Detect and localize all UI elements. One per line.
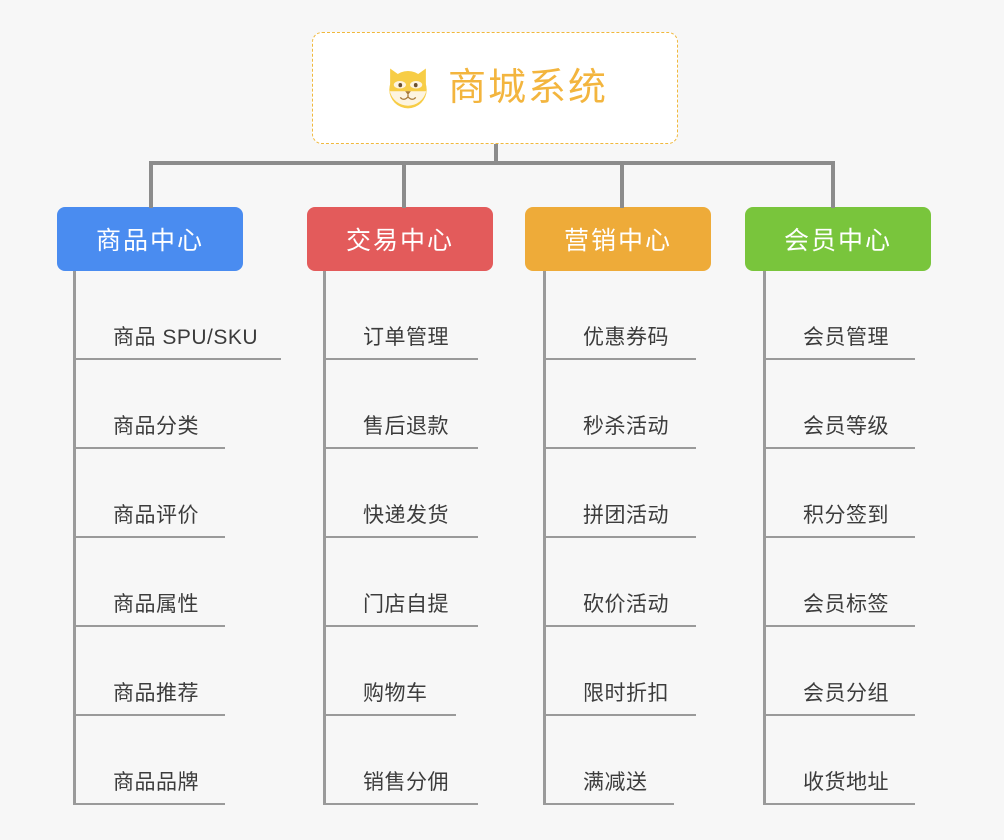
connector-horizontal-bus bbox=[149, 161, 833, 165]
leaf-underline bbox=[763, 447, 915, 449]
leaf-underline bbox=[323, 714, 456, 716]
leaf-label: 会员等级 bbox=[803, 415, 889, 438]
leaf-item[interactable]: 拼团活动 bbox=[543, 449, 696, 538]
connector-drop-2 bbox=[402, 161, 406, 208]
leaf-column-2: 订单管理售后退款快递发货门店自提购物车销售分佣 bbox=[323, 271, 478, 805]
root-node[interactable]: 商城系统 bbox=[312, 32, 678, 144]
leaf-item[interactable]: 会员标签 bbox=[763, 538, 915, 627]
leaf-item[interactable]: 商品 SPU/SKU bbox=[73, 271, 281, 360]
leaf-label: 砍价活动 bbox=[583, 593, 669, 616]
branch-node-2[interactable]: 交易中心 bbox=[307, 207, 493, 271]
leaf-item[interactable]: 售后退款 bbox=[323, 360, 478, 449]
leaf-label: 优惠券码 bbox=[583, 326, 669, 349]
leaf-spine bbox=[323, 271, 326, 805]
connector-drop-3 bbox=[620, 161, 624, 208]
leaf-item[interactable]: 收货地址 bbox=[763, 716, 915, 805]
leaf-underline bbox=[543, 358, 696, 360]
leaf-underline bbox=[323, 447, 478, 449]
branch-node-3[interactable]: 营销中心 bbox=[525, 207, 711, 271]
leaf-item[interactable]: 商品属性 bbox=[73, 538, 264, 627]
leaf-underline bbox=[763, 536, 915, 538]
branch-label: 营销中心 bbox=[563, 227, 672, 255]
leaf-underline bbox=[543, 447, 696, 449]
leaf-item[interactable]: 商品品牌 bbox=[73, 716, 264, 805]
connector-root-stem bbox=[494, 144, 498, 164]
branch-node-1[interactable]: 商品中心 bbox=[57, 207, 243, 271]
leaf-label: 销售分佣 bbox=[363, 771, 449, 794]
leaf-column-1: 商品 SPU/SKU 商品分类商品评价商品属性商品推荐商品品牌 bbox=[73, 271, 281, 805]
branch-label: 商品中心 bbox=[95, 227, 204, 255]
leaf-underline bbox=[543, 536, 696, 538]
leaf-label: 商品属性 bbox=[113, 593, 199, 616]
leaf-underline bbox=[763, 714, 915, 716]
leaf-label: 商品评价 bbox=[113, 504, 199, 527]
leaf-item[interactable]: 商品评价 bbox=[73, 449, 264, 538]
leaf-underline bbox=[73, 447, 225, 449]
leaf-label: 会员管理 bbox=[803, 326, 889, 349]
leaf-underline bbox=[323, 358, 478, 360]
leaf-label: 快递发货 bbox=[363, 504, 449, 527]
leaf-label: 秒杀活动 bbox=[583, 415, 669, 438]
leaf-item[interactable]: 会员等级 bbox=[763, 360, 915, 449]
leaf-column-4: 会员管理会员等级积分签到会员标签会员分组收货地址 bbox=[763, 271, 915, 805]
leaf-item[interactable]: 购物车 bbox=[323, 627, 456, 716]
leaf-underline bbox=[543, 803, 674, 805]
leaf-item[interactable]: 订单管理 bbox=[323, 271, 478, 360]
leaf-label: 商品 SPU/SKU bbox=[113, 326, 259, 349]
leaf-item[interactable]: 会员分组 bbox=[763, 627, 915, 716]
connector-drop-1 bbox=[149, 161, 153, 208]
leaf-label: 会员分组 bbox=[803, 682, 889, 705]
leaf-item[interactable]: 满减送 bbox=[543, 716, 675, 805]
leaf-item[interactable]: 优惠券码 bbox=[543, 271, 696, 360]
leaf-spine bbox=[763, 271, 766, 805]
leaf-label: 限时折扣 bbox=[583, 682, 669, 705]
leaf-spine bbox=[73, 271, 76, 805]
leaf-underline bbox=[543, 625, 696, 627]
leaf-label: 售后退款 bbox=[363, 415, 449, 438]
leaf-item[interactable]: 门店自提 bbox=[323, 538, 478, 627]
root-title: 商城系统 bbox=[447, 67, 608, 109]
branch-label: 交易中心 bbox=[345, 227, 454, 255]
leaf-item[interactable]: 砍价活动 bbox=[543, 538, 696, 627]
branch-label: 会员中心 bbox=[783, 227, 892, 255]
leaf-item[interactable]: 会员管理 bbox=[763, 271, 915, 360]
leaf-label: 商品推荐 bbox=[113, 682, 199, 705]
leaf-underline bbox=[323, 536, 478, 538]
leaf-item[interactable]: 快递发货 bbox=[323, 449, 478, 538]
leaf-label: 会员标签 bbox=[803, 593, 889, 616]
leaf-underline bbox=[73, 625, 225, 627]
leaf-underline bbox=[763, 803, 915, 805]
leaf-label: 收货地址 bbox=[803, 771, 889, 794]
leaf-label: 拼团活动 bbox=[583, 504, 669, 527]
leaf-label: 商品品牌 bbox=[113, 771, 199, 794]
leaf-underline bbox=[323, 625, 478, 627]
branch-node-4[interactable]: 会员中心 bbox=[745, 207, 931, 271]
leaf-label: 订单管理 bbox=[363, 326, 449, 349]
leaf-label: 门店自提 bbox=[363, 593, 449, 616]
leaf-label: 购物车 bbox=[363, 682, 428, 705]
leaf-underline bbox=[763, 625, 915, 627]
leaf-underline bbox=[73, 536, 225, 538]
leaf-item[interactable]: 秒杀活动 bbox=[543, 360, 696, 449]
leaf-item[interactable]: 商品推荐 bbox=[73, 627, 264, 716]
leaf-label: 积分签到 bbox=[803, 504, 889, 527]
leaf-label: 满减送 bbox=[583, 771, 648, 794]
leaf-column-3: 优惠券码秒杀活动拼团活动砍价活动限时折扣满减送 bbox=[543, 271, 696, 805]
connector-drop-4 bbox=[831, 161, 835, 208]
leaf-label: 商品分类 bbox=[113, 415, 199, 438]
leaf-item[interactable]: 商品分类 bbox=[73, 360, 264, 449]
leaf-underline bbox=[543, 714, 696, 716]
leaf-underline bbox=[73, 358, 281, 360]
shiba-dog-face-icon bbox=[382, 62, 434, 114]
leaf-item[interactable]: 销售分佣 bbox=[323, 716, 478, 805]
leaf-spine bbox=[543, 271, 546, 805]
leaf-underline bbox=[323, 803, 478, 805]
leaf-underline bbox=[73, 714, 225, 716]
leaf-item[interactable]: 积分签到 bbox=[763, 449, 915, 538]
leaf-underline bbox=[73, 803, 225, 805]
leaf-underline bbox=[763, 358, 915, 360]
leaf-item[interactable]: 限时折扣 bbox=[543, 627, 696, 716]
